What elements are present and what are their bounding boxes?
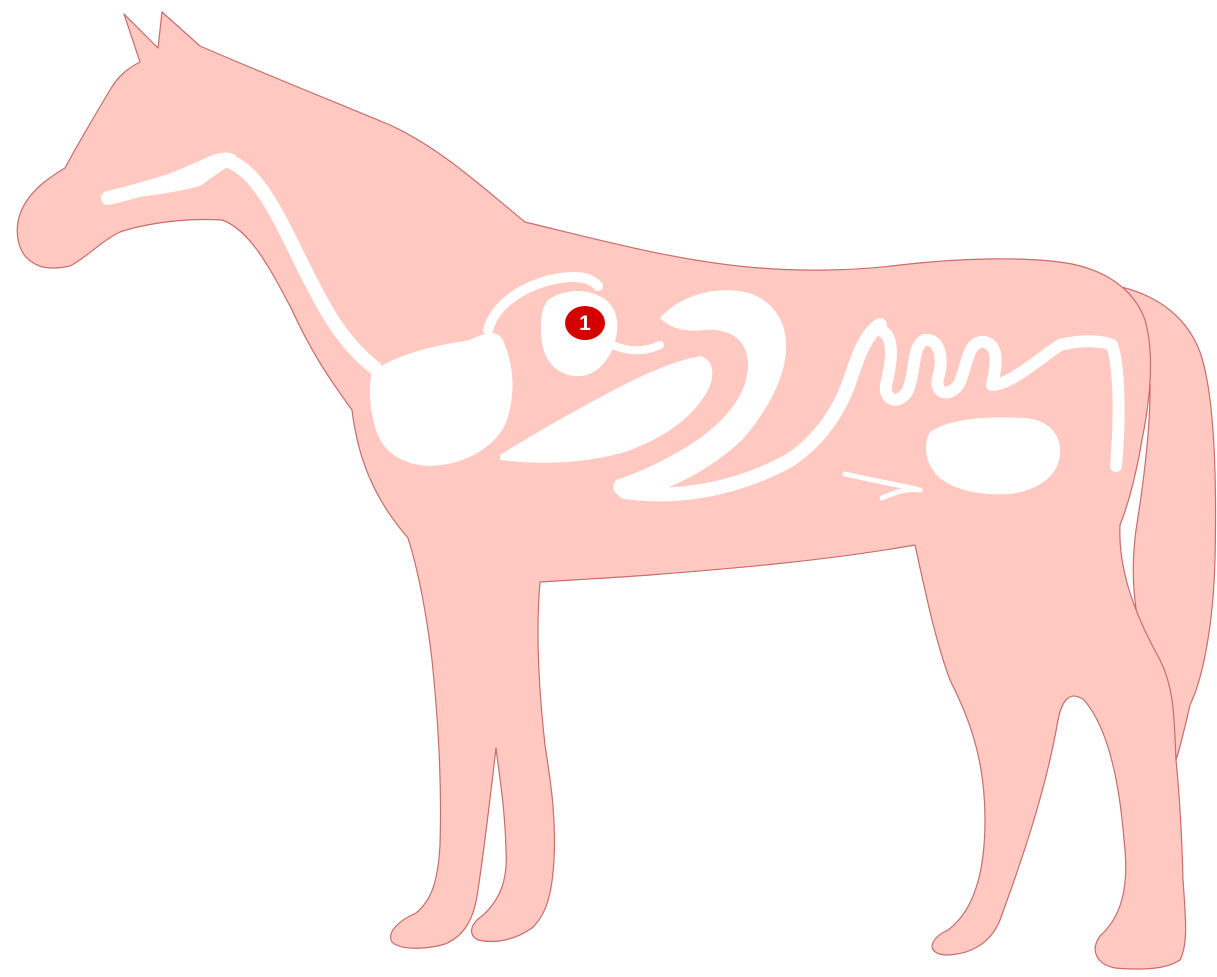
marker-1-label: 1: [579, 312, 591, 335]
marker-1[interactable]: 1: [565, 306, 605, 340]
